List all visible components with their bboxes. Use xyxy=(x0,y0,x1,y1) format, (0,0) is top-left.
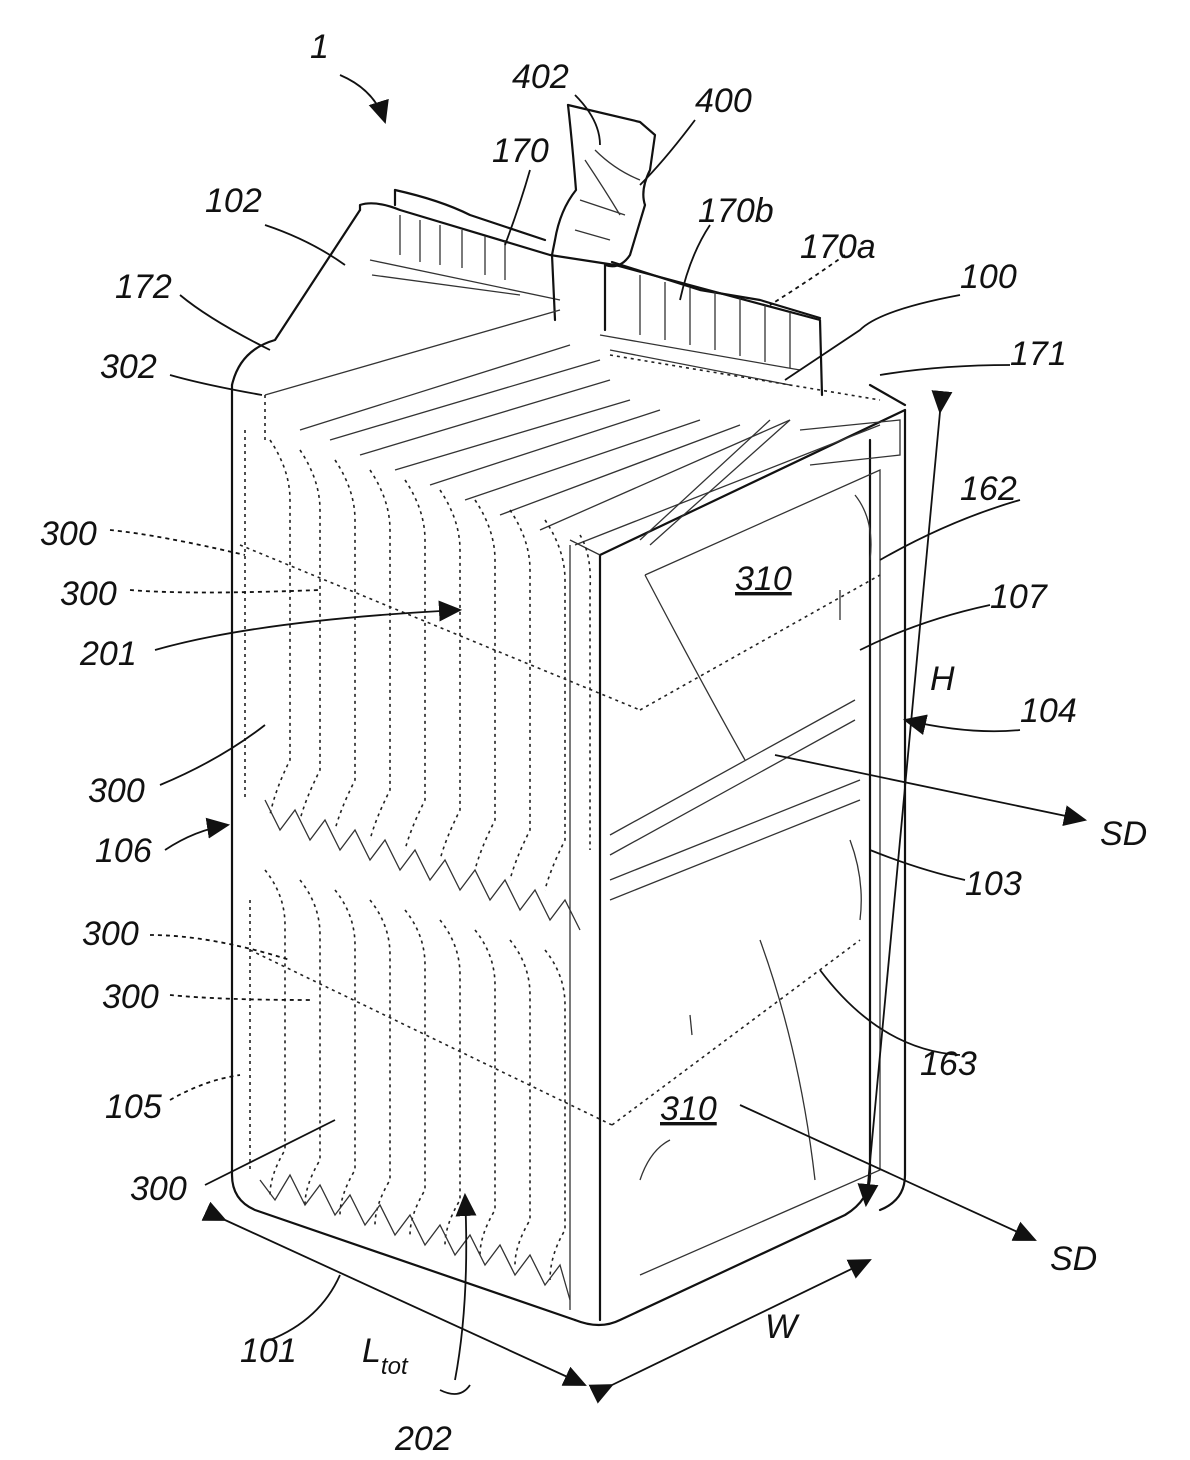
label-302: 302 xyxy=(100,348,157,386)
label-106: 106 xyxy=(95,832,152,870)
label-W: W xyxy=(765,1308,800,1346)
label-Ltot-sub: tot xyxy=(381,1353,409,1380)
label-H: H xyxy=(930,660,955,698)
dimensions xyxy=(225,412,1085,1385)
label-170b: 170b xyxy=(698,192,774,230)
label-300-e: 300 xyxy=(102,978,159,1016)
label-310-b: 310 xyxy=(660,1090,717,1128)
label-300-f: 300 xyxy=(130,1170,187,1208)
label-300-c: 300 xyxy=(88,772,145,810)
compartments-upper xyxy=(245,395,590,890)
label-170a: 170a xyxy=(800,228,876,266)
container-body xyxy=(232,210,905,1325)
reference-labels: 1 402 400 170 170b 170a 102 100 172 171 … xyxy=(40,28,1147,1458)
label-Ltot: Ltot xyxy=(362,1332,409,1380)
label-101: 101 xyxy=(240,1332,297,1370)
label-SD-lower: SD xyxy=(1050,1240,1097,1278)
label-104: 104 xyxy=(1020,692,1077,730)
label-SD-upper: SD xyxy=(1100,815,1147,853)
label-172: 172 xyxy=(115,268,172,306)
label-1: 1 xyxy=(310,28,329,66)
top-face xyxy=(265,310,900,545)
label-170: 170 xyxy=(492,132,549,170)
label-107: 107 xyxy=(990,578,1048,616)
label-105: 105 xyxy=(105,1088,162,1126)
label-163: 163 xyxy=(920,1045,977,1083)
label-201: 201 xyxy=(79,635,137,673)
label-300-a: 300 xyxy=(40,515,97,553)
label-300-b: 300 xyxy=(60,575,117,613)
label-103: 103 xyxy=(965,865,1022,903)
label-162: 162 xyxy=(960,470,1017,508)
label-Ltot-main: L xyxy=(362,1332,381,1370)
label-400: 400 xyxy=(695,82,752,120)
label-300-d: 300 xyxy=(82,915,139,953)
label-310-a: 310 xyxy=(735,560,792,598)
label-102: 102 xyxy=(205,182,262,220)
label-202: 202 xyxy=(394,1420,452,1458)
label-402: 402 xyxy=(512,58,569,96)
label-100: 100 xyxy=(960,258,1017,296)
label-171: 171 xyxy=(1010,335,1067,373)
